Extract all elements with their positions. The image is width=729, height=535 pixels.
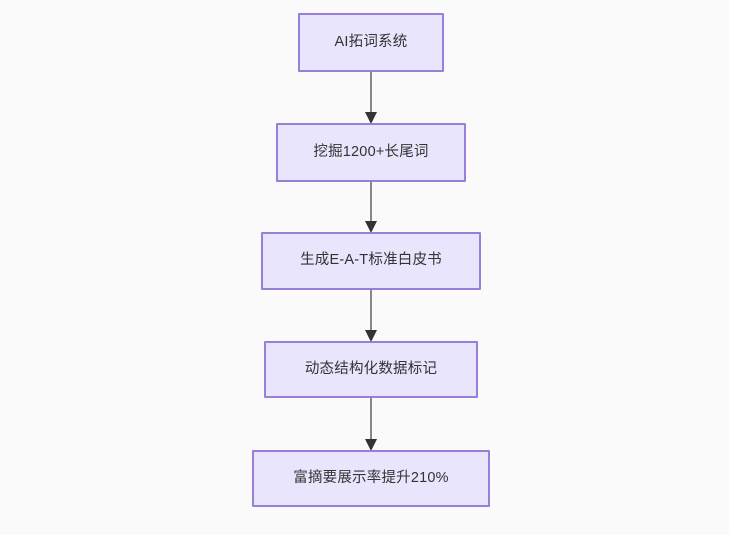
edge-n3-n4 xyxy=(365,290,377,342)
flow-node-label: 动态结构化数据标记 xyxy=(304,360,438,377)
flow-node-label: AI拓词系统 xyxy=(334,33,408,50)
edge-n4-n5 xyxy=(365,398,377,451)
flow-node-eat-whitepaper[interactable]: 生成E-A-T标准白皮书 xyxy=(261,232,481,290)
flow-node-ai-keyword-system[interactable]: AI拓词系统 xyxy=(298,13,444,72)
arrowhead-icon xyxy=(365,439,377,451)
edge-n2-n3 xyxy=(365,182,377,233)
flow-node-label: 生成E-A-T标准白皮书 xyxy=(300,252,442,269)
edge-n1-n2 xyxy=(365,72,377,124)
arrowhead-icon xyxy=(365,330,377,342)
flow-node-structured-data-markup[interactable]: 动态结构化数据标记 xyxy=(264,341,478,398)
flow-node-label: 挖掘1200+长尾词 xyxy=(313,143,429,160)
flow-node-label: 富摘要展示率提升210% xyxy=(293,469,449,486)
arrowhead-icon xyxy=(365,112,377,124)
arrowhead-icon xyxy=(365,221,377,233)
flow-node-longtail-mining[interactable]: 挖掘1200+长尾词 xyxy=(276,123,466,182)
flow-node-rich-snippet-result[interactable]: 富摘要展示率提升210% xyxy=(252,450,490,507)
